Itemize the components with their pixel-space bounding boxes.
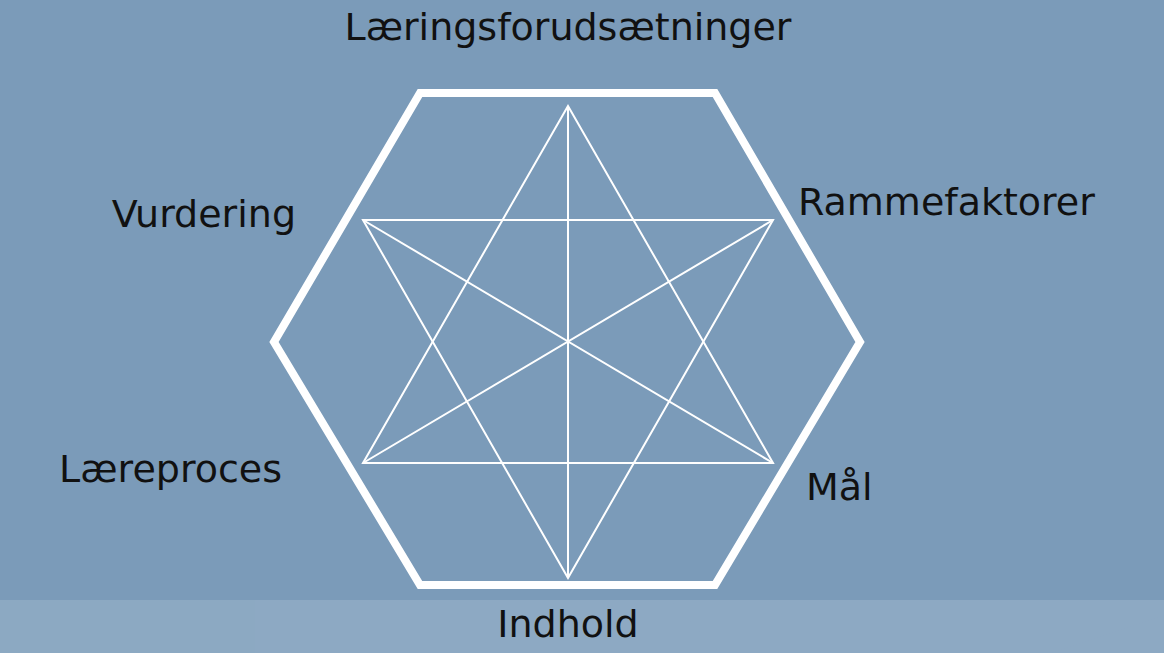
element-label: Læringsforudsætninger (345, 6, 792, 50)
element-label: Indhold (497, 603, 638, 647)
element-label: Vurdering (112, 193, 296, 237)
star-lines (363, 106, 773, 578)
element-label: Læreproces (59, 448, 282, 492)
faint-building-photo (0, 600, 1164, 653)
hexagon-outline (274, 93, 860, 585)
element-label: Rammefaktorer (798, 181, 1095, 225)
element-label: Mål (806, 466, 873, 510)
